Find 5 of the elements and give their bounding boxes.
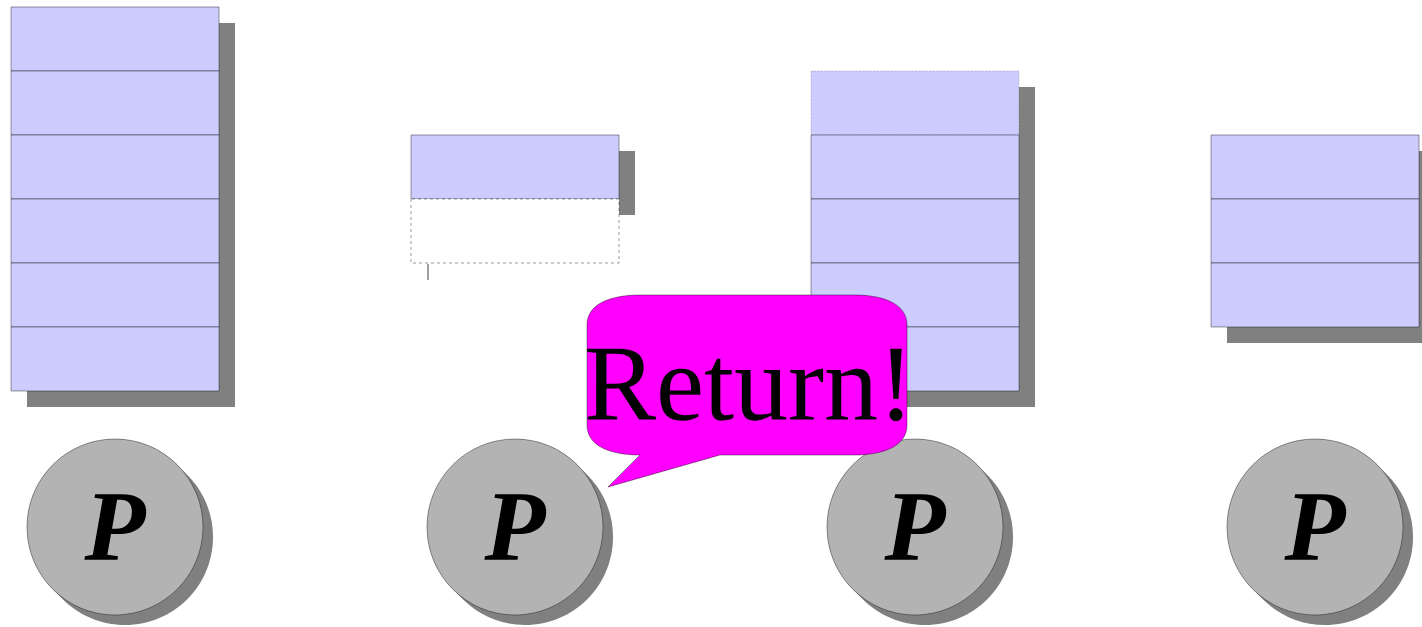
circle-node: P [826, 438, 1013, 625]
speech-bubble: Return! [586, 294, 908, 488]
circle-node: P [26, 438, 213, 625]
circle-node: P [426, 438, 613, 625]
circle-node: P [1226, 438, 1413, 625]
